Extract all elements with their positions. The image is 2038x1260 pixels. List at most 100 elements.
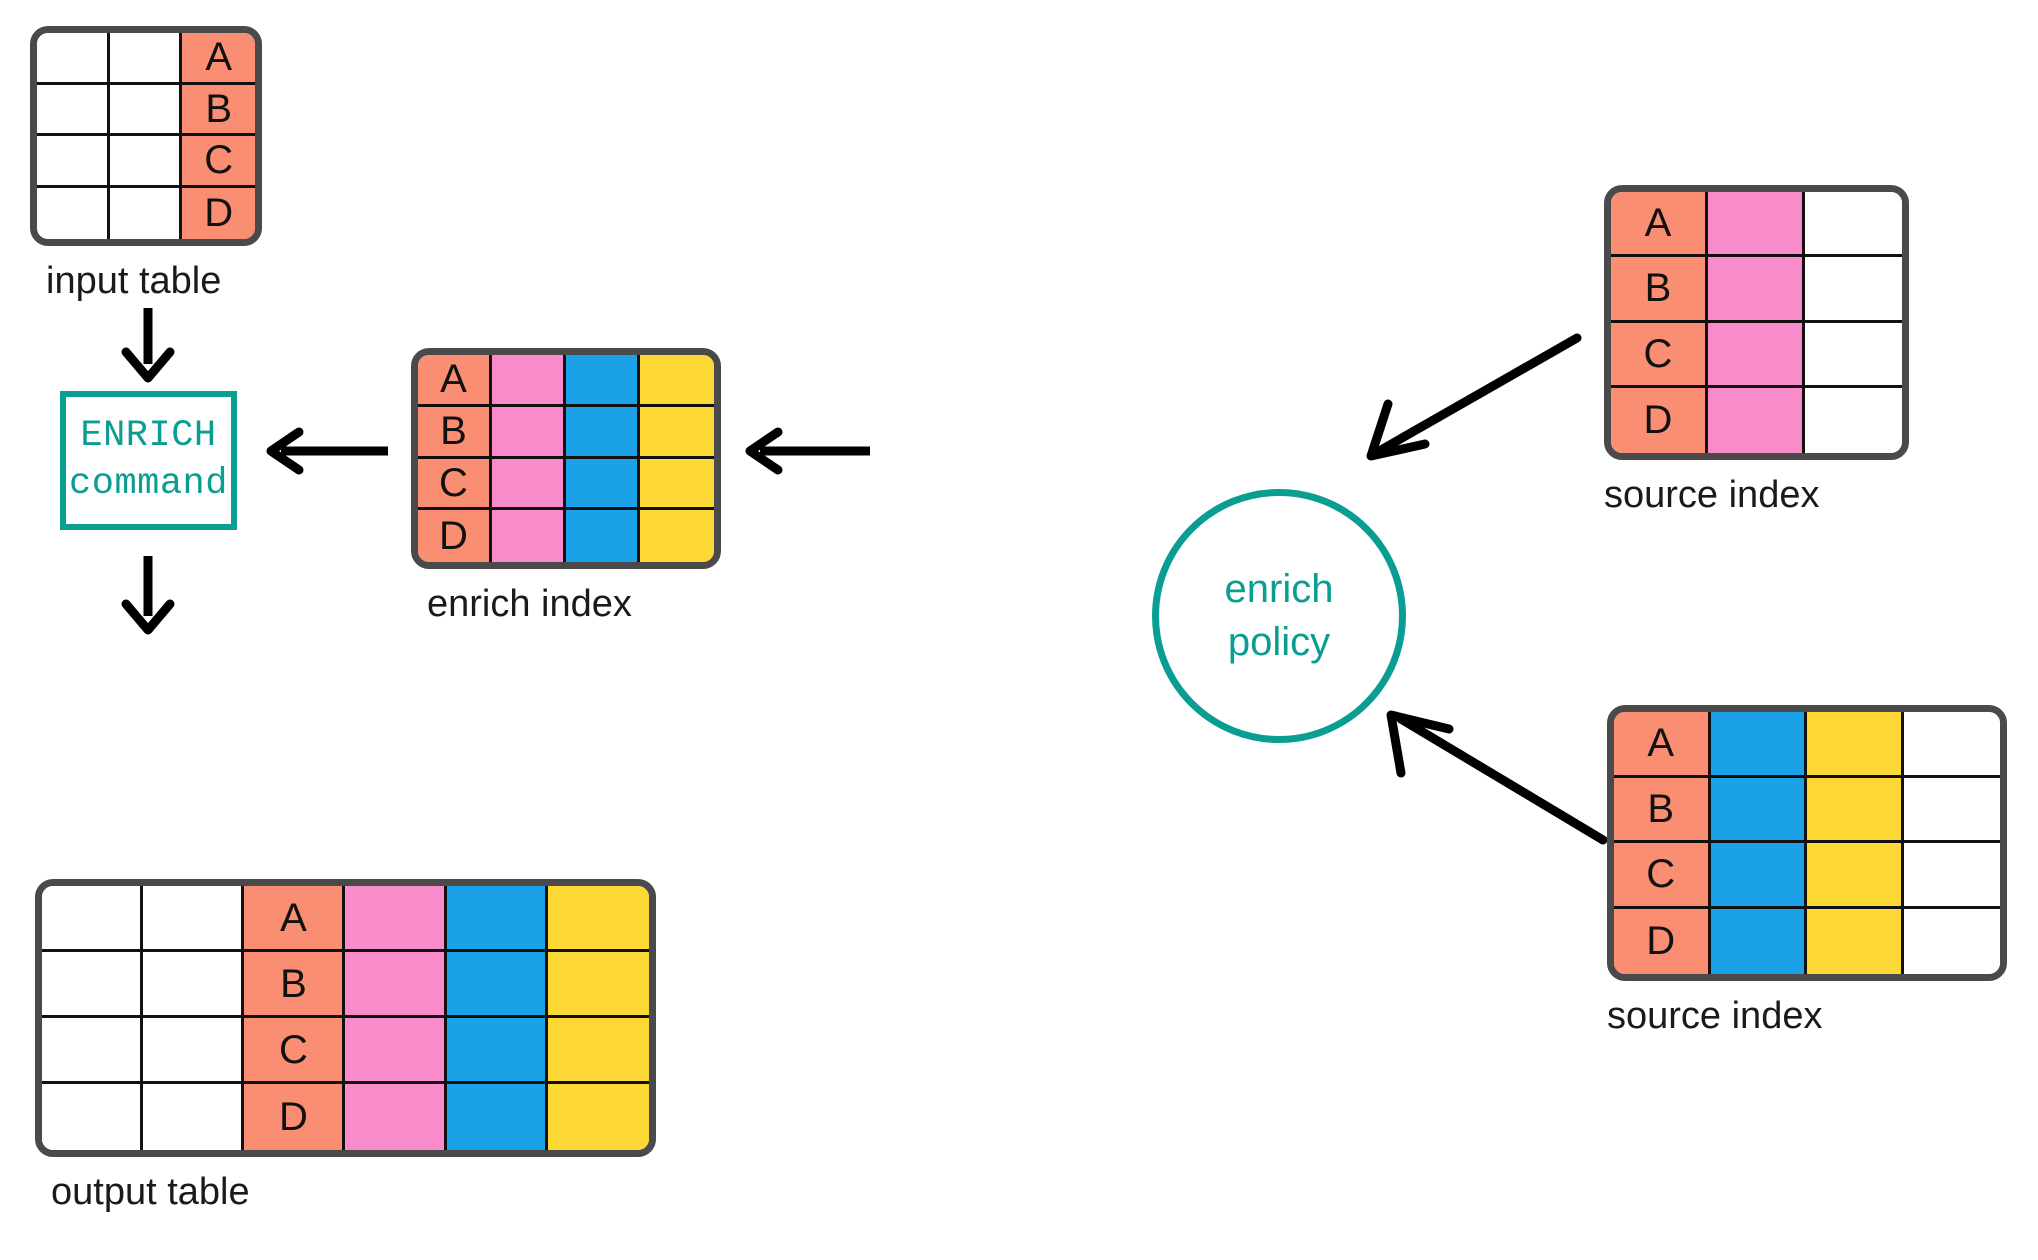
key-cell: B xyxy=(1611,257,1708,323)
key-cell: A xyxy=(1611,192,1708,258)
data-cell xyxy=(492,510,566,562)
key-cell: D xyxy=(1614,908,1711,974)
key-cell: B xyxy=(244,952,346,1018)
enrich-policy-line-1: enrich xyxy=(1224,567,1334,612)
key-cell: A xyxy=(418,355,492,407)
data-cell xyxy=(345,952,447,1018)
data-cell xyxy=(109,187,183,239)
enrich-policy-line-2: policy xyxy=(1227,620,1331,664)
key-cell: A xyxy=(244,886,346,952)
data-cell xyxy=(1710,777,1807,843)
data-cell xyxy=(1708,192,1805,258)
input-table-caption: input table xyxy=(46,260,222,302)
data-cell xyxy=(1903,908,2000,974)
output-table-caption: output table xyxy=(51,1171,250,1213)
data-cell xyxy=(42,952,144,1018)
data-cell xyxy=(640,406,714,459)
data-cell xyxy=(547,1084,649,1150)
data-cell xyxy=(566,510,640,562)
data-cell xyxy=(143,952,245,1018)
data-cell xyxy=(1708,257,1805,323)
data-cell xyxy=(547,886,649,952)
data-cell xyxy=(446,1018,548,1084)
key-cell: D xyxy=(1611,387,1708,453)
data-cell xyxy=(640,510,714,562)
data-cell xyxy=(1807,843,1904,909)
data-cell xyxy=(109,33,183,85)
enrich-policy-circle[interactable]: enrich policy xyxy=(1152,489,1406,743)
data-cell xyxy=(37,33,110,85)
data-cell xyxy=(37,136,110,188)
data-cell xyxy=(566,355,640,407)
arrow-source-index-top-to-policy xyxy=(1366,333,1582,461)
data-cell xyxy=(492,355,566,407)
data-cell xyxy=(37,187,110,239)
data-cell xyxy=(1805,257,1902,323)
data-cell xyxy=(492,458,566,511)
data-cell xyxy=(1708,322,1805,388)
data-cell xyxy=(1903,712,2000,778)
key-cell: D xyxy=(418,510,492,562)
key-cell: D xyxy=(182,187,255,239)
data-cell xyxy=(566,406,640,459)
key-cell: C xyxy=(1611,322,1708,388)
key-cell: B xyxy=(182,84,255,136)
arrow-input-to-command xyxy=(121,308,175,383)
data-cell xyxy=(37,84,110,136)
data-cell xyxy=(1903,777,2000,843)
data-cell xyxy=(1710,712,1807,778)
data-cell xyxy=(345,1084,447,1150)
enrich-index-caption: enrich index xyxy=(427,583,632,625)
data-cell xyxy=(42,886,144,952)
key-cell: C xyxy=(1614,843,1711,909)
key-cell: C xyxy=(244,1018,346,1084)
key-cell: D xyxy=(244,1084,346,1150)
data-cell xyxy=(1903,843,2000,909)
data-cell xyxy=(109,84,183,136)
enrich-command-keyword: ENRICH xyxy=(80,415,217,458)
data-cell xyxy=(1805,387,1902,453)
data-cell xyxy=(566,458,640,511)
data-cell xyxy=(492,406,566,459)
key-cell: C xyxy=(418,458,492,511)
arrow-enrich-index-to-command xyxy=(266,427,388,475)
data-cell xyxy=(42,1084,144,1150)
enrich-command-label: command xyxy=(69,462,228,505)
arrow-policy-to-enrich-index xyxy=(745,427,870,475)
data-cell xyxy=(143,886,245,952)
data-cell xyxy=(109,136,183,188)
key-cell: B xyxy=(418,406,492,459)
data-cell xyxy=(446,952,548,1018)
data-cell xyxy=(1805,322,1902,388)
data-cell xyxy=(1805,192,1902,258)
enrich-command-box[interactable]: ENRICH command xyxy=(60,391,237,530)
arrow-command-to-output xyxy=(121,556,175,635)
data-cell xyxy=(547,952,649,1018)
arrow-source-index-bottom-to-policy xyxy=(1386,710,1608,845)
data-cell xyxy=(1710,843,1807,909)
data-cell xyxy=(345,1018,447,1084)
data-cell xyxy=(143,1084,245,1150)
data-cell xyxy=(446,1084,548,1150)
data-cell xyxy=(143,1018,245,1084)
key-cell: A xyxy=(1614,712,1711,778)
data-cell xyxy=(345,886,447,952)
data-cell xyxy=(1710,908,1807,974)
data-cell xyxy=(640,458,714,511)
data-cell xyxy=(547,1018,649,1084)
data-cell xyxy=(1807,777,1904,843)
data-cell xyxy=(1807,712,1904,778)
data-cell xyxy=(1708,387,1805,453)
data-cell xyxy=(42,1018,144,1084)
